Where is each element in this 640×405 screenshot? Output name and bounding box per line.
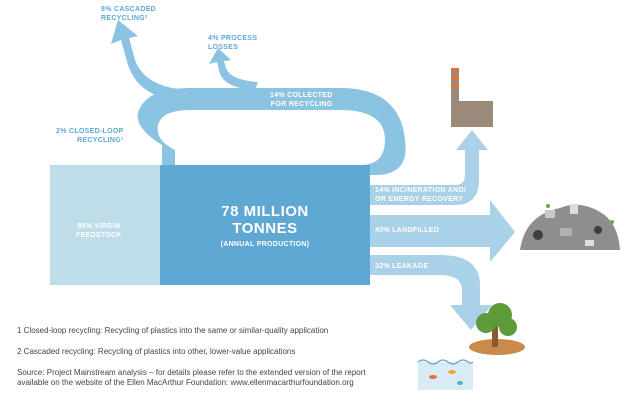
leakage-arrow: [370, 255, 492, 330]
collected-label: 14% COLLECTED FOR RECYCLING: [270, 92, 333, 108]
footnote-closed-loop: 1 Closed-loop recycling: Recycling of pl…: [17, 326, 329, 335]
closed-loop-label: 2% CLOSED-LOOP RECYCLING¹: [56, 128, 124, 144]
cascaded-recycling-label: 8% CASCADED RECYCLING²: [101, 6, 157, 22]
landfill-icon: [520, 204, 620, 250]
process-losses-arrow: [209, 48, 258, 90]
landfill-arrow: [370, 200, 515, 262]
leakage-label: 32% LEAKAGE: [375, 263, 429, 270]
cascaded-recycling-arrow: [111, 20, 190, 100]
total-production-title: 78 MILLION TONNES: [221, 203, 309, 238]
landfilled-label: 40% LANDFILLED: [375, 227, 440, 234]
ocean-icon: [417, 359, 474, 390]
virgin-feedstock-label: 98% VIRGIN FEEDSTOCK: [76, 223, 122, 239]
annual-production-label: (ANNUAL PRODUCTION): [220, 241, 310, 248]
tree-leakage-icon: [469, 303, 525, 355]
footnote-cascaded: 2 Cascaded recycling: Recycling of plast…: [17, 347, 296, 356]
incineration-label: 14% INCINERATION AND/ OR ENERGY RECOVERY: [375, 187, 467, 203]
factory-icon: [451, 68, 493, 127]
virgin-feedstock-block: [50, 165, 162, 285]
production-block: [160, 165, 370, 285]
source-note: Source: Project Mainstream analysis – fo…: [17, 368, 366, 388]
incineration-arrow: [370, 130, 488, 205]
process-losses-label: 4% PROCESS LOSSES: [208, 35, 258, 51]
collected-loop-ribbon: [137, 88, 406, 175]
